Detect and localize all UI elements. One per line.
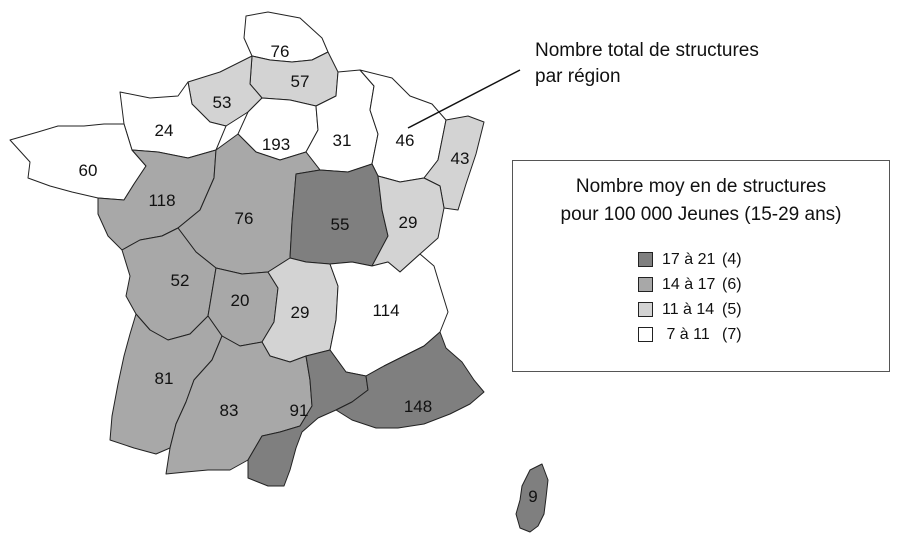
region-value-label: 83	[220, 401, 239, 420]
region-value-label: 31	[333, 131, 352, 150]
map-annotation: Nombre total de structures par région	[535, 38, 759, 90]
region-value-label: 118	[148, 191, 175, 210]
legend-count: (4)	[722, 250, 742, 268]
region-value-label: 55	[331, 215, 350, 234]
legend-swatch	[638, 277, 653, 292]
region-value-label: 57	[291, 72, 310, 91]
legend-title: Nombre moy en de structures pour 100 000…	[513, 173, 889, 229]
legend-count: (7)	[722, 325, 742, 343]
region-value-label: 43	[451, 149, 470, 168]
region-value-label: 46	[396, 131, 415, 150]
legend-swatch	[638, 327, 653, 342]
legend-title-line-1: Nombre moy en de structures	[575, 176, 827, 197]
region-value-label: 53	[213, 93, 232, 112]
legend-list: 17 à 21 (4) 14 à 17 (6) 11 à 14 (5) 7 à …	[638, 247, 742, 347]
region-value-label: 29	[399, 213, 418, 232]
region-value-label: 24	[155, 121, 174, 140]
legend-range: 11 à 14	[662, 300, 715, 318]
region-value-label: 20	[231, 291, 250, 310]
legend-title-line-2: pour 100 000 Jeunes (15-29 ans)	[560, 204, 842, 225]
legend-count: (5)	[722, 300, 742, 318]
legend-item: 17 à 21 (4)	[638, 247, 742, 272]
legend-item: 14 à 17 (6)	[638, 272, 742, 297]
region-value-label: 91	[290, 401, 309, 420]
legend-count: (6)	[722, 275, 742, 293]
annotation-line-1: Nombre total de structures	[535, 40, 759, 61]
region-corse	[515, 463, 549, 533]
region-value-label: 81	[155, 369, 174, 388]
legend-swatch	[638, 252, 653, 267]
annotation-pointer-line	[407, 69, 521, 129]
map-legend: Nombre moy en de structures pour 100 000…	[512, 160, 890, 372]
region-value-label: 193	[262, 135, 290, 154]
legend-range: 14 à 17	[662, 275, 716, 293]
region-value-label: 52	[171, 271, 190, 290]
region-value-label: 148	[404, 397, 432, 416]
annotation-line-2: par région	[535, 66, 621, 87]
region-paca	[335, 331, 485, 429]
region-value-label: 76	[235, 209, 254, 228]
region-value-label: 9	[528, 487, 537, 506]
region-value-label: 29	[291, 303, 310, 322]
region-value-label: 60	[79, 161, 98, 180]
region-value-label: 114	[372, 301, 399, 320]
region-value-label: 76	[271, 42, 290, 61]
region-alsace	[423, 115, 485, 211]
legend-swatch	[638, 302, 653, 317]
legend-range: 7 à 11	[662, 325, 710, 343]
legend-range: 17 à 21	[662, 250, 716, 268]
legend-item: 7 à 11 (7)	[638, 322, 742, 347]
legend-item: 11 à 14 (5)	[638, 297, 742, 322]
